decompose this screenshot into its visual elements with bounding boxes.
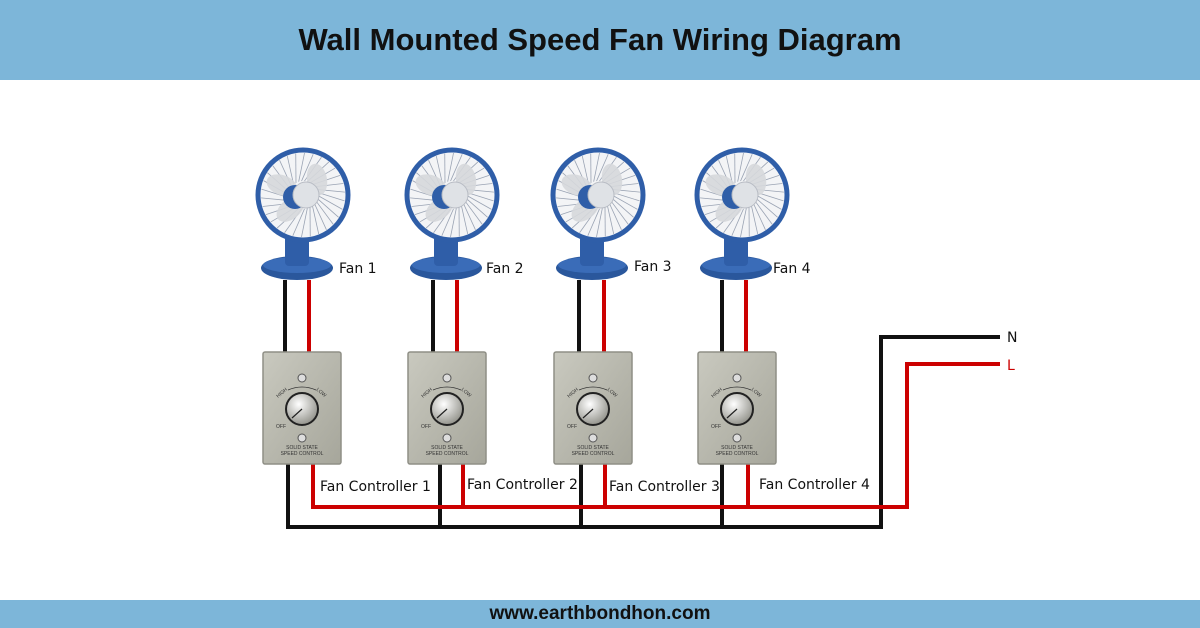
controller-label: Fan Controller 2 bbox=[467, 477, 578, 493]
screw-icon bbox=[442, 433, 452, 443]
controller-label: Fan Controller 3 bbox=[609, 479, 720, 495]
off-label: OFF bbox=[567, 424, 577, 430]
live-bus-wire bbox=[311, 362, 1000, 509]
fan-1: Fan 1 bbox=[255, 147, 377, 280]
plate-line1: SOLID STATE bbox=[721, 445, 753, 451]
live-terminal-label: L bbox=[1007, 358, 1015, 374]
plate-line2: SPEED CONTROL bbox=[281, 451, 324, 457]
fan-2: Fan 2 bbox=[404, 147, 524, 280]
off-label: OFF bbox=[276, 424, 286, 430]
off-label: OFF bbox=[421, 424, 431, 430]
screw-icon bbox=[732, 373, 742, 383]
plate-line1: SOLID STATE bbox=[577, 445, 609, 451]
fan-hub bbox=[441, 181, 469, 209]
controller-label: Fan Controller 4 bbox=[759, 477, 870, 493]
title-banner: Wall Mounted Speed Fan Wiring Diagram bbox=[0, 0, 1200, 80]
plate-line1: SOLID STATE bbox=[431, 445, 463, 451]
fan-label: Fan 2 bbox=[486, 261, 524, 277]
screw-icon bbox=[297, 373, 307, 383]
fan-4: Fan 4 bbox=[694, 147, 811, 280]
page-title: Wall Mounted Speed Fan Wiring Diagram bbox=[298, 22, 902, 57]
fan-label: Fan 3 bbox=[634, 259, 672, 275]
screw-icon bbox=[588, 373, 598, 383]
website-url: www.earthbondhon.com bbox=[489, 603, 711, 624]
fan-label: Fan 4 bbox=[773, 261, 811, 277]
off-label: OFF bbox=[711, 424, 721, 430]
fan-hub bbox=[292, 181, 320, 209]
fan-hub bbox=[731, 181, 759, 209]
fan-hub bbox=[587, 181, 615, 209]
controller-label: Fan Controller 1 bbox=[320, 479, 431, 495]
plate-line2: SPEED CONTROL bbox=[572, 451, 615, 457]
fan-label: Fan 1 bbox=[339, 261, 377, 277]
plate-line1: SOLID STATE bbox=[286, 445, 318, 451]
screw-icon bbox=[588, 433, 598, 443]
neutral-terminal-label: N bbox=[1007, 330, 1017, 346]
screw-icon bbox=[297, 433, 307, 443]
fan-3: Fan 3 bbox=[550, 147, 672, 280]
screw-icon bbox=[442, 373, 452, 383]
footer-banner: www.earthbondhon.com bbox=[0, 600, 1200, 628]
neutral-bus-wire bbox=[286, 335, 1000, 529]
plate-line2: SPEED CONTROL bbox=[426, 451, 469, 457]
screw-icon bbox=[732, 433, 742, 443]
plate-line2: SPEED CONTROL bbox=[716, 451, 759, 457]
